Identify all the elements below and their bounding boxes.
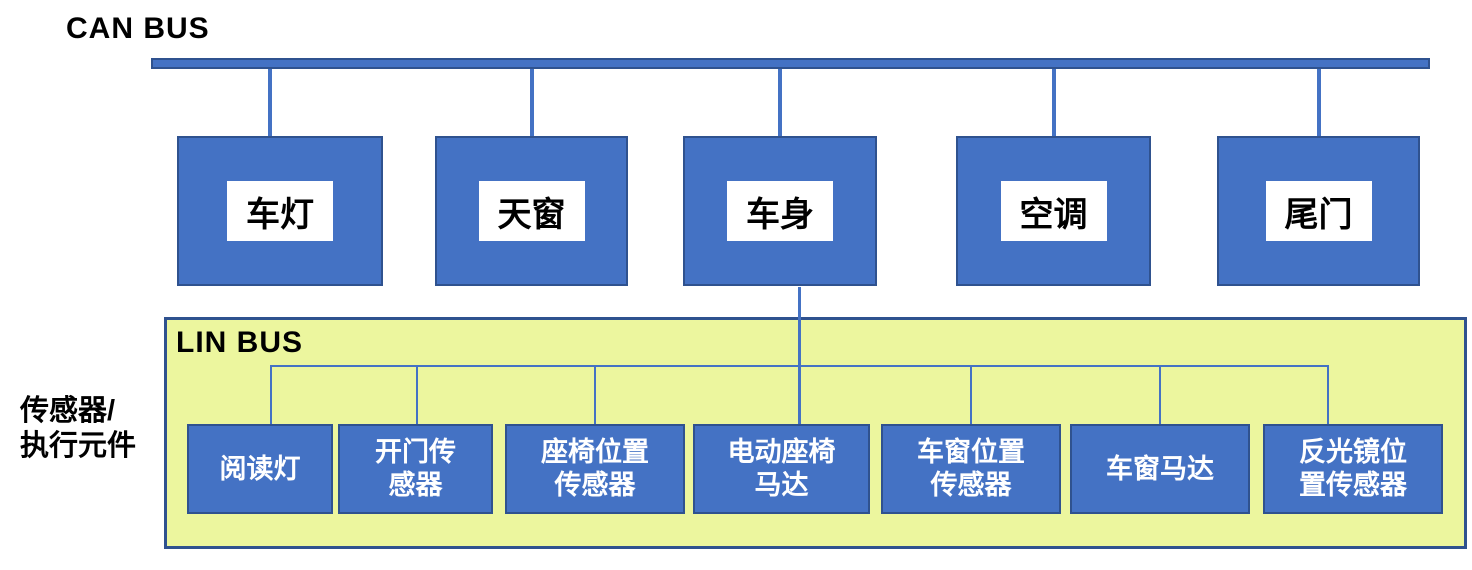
lin-node-window-position-sensor-label: 车窗位置 xyxy=(917,437,1025,468)
can-connector-tailgate xyxy=(1317,69,1321,136)
lin-connector-mirror-position-sensor xyxy=(1327,366,1329,424)
lin-node-window-motor-label: 车窗马达 xyxy=(1106,453,1214,484)
can-node-sunroof: 天窗 xyxy=(435,136,628,286)
can-node-ac-label: 空调 xyxy=(1000,181,1107,241)
lin-connector-reading-light xyxy=(270,366,272,424)
lin-node-seat-motor-label2: 马达 xyxy=(754,470,809,500)
sensors-actuators-label-line2: 执行元件 xyxy=(20,430,137,463)
lin-node-seat-motor: 电动座椅 马达 xyxy=(693,424,870,514)
lin-node-window-position-sensor: 车窗位置 传感器 xyxy=(881,424,1061,514)
lin-node-seat-position-sensor-label: 座椅位置 xyxy=(541,437,649,468)
sensors-actuators-label-line1: 传感器/ xyxy=(20,395,116,427)
lin-node-reading-light: 阅读灯 xyxy=(187,424,333,514)
can-node-body: 车身 xyxy=(683,136,877,286)
can-bus-title: CAN BUS xyxy=(66,12,210,45)
can-node-tailgate-label: 尾门 xyxy=(1265,181,1372,241)
lin-node-mirror-position-sensor: 反光镜位 置传感器 xyxy=(1263,424,1443,514)
can-connector-lights xyxy=(268,69,272,136)
lin-connector-seat-position-sensor xyxy=(594,366,596,424)
can-connector-body xyxy=(778,69,782,136)
can-node-tailgate: 尾门 xyxy=(1217,136,1420,286)
can-connector-ac xyxy=(1052,69,1056,136)
lin-node-window-motor: 车窗马达 xyxy=(1070,424,1250,514)
lin-node-door-sensor-label: 开门传 xyxy=(375,437,456,468)
lin-node-seat-motor-label: 电动座椅 xyxy=(727,437,836,468)
lin-connector-door-sensor xyxy=(416,366,418,424)
can-node-lights-label: 车灯 xyxy=(227,181,333,241)
lin-bus-title: LIN BUS xyxy=(176,326,303,359)
lin-node-seat-position-sensor-label2: 传感器 xyxy=(554,470,636,500)
lin-node-mirror-position-sensor-label2: 置传感器 xyxy=(1299,470,1407,500)
lin-node-door-sensor-label2: 感器 xyxy=(388,470,443,500)
can-connector-sunroof xyxy=(530,69,534,136)
can-node-ac: 空调 xyxy=(956,136,1151,286)
lin-connector-window-position-sensor xyxy=(970,366,972,424)
lin-node-seat-position-sensor: 座椅位置 传感器 xyxy=(505,424,685,514)
lin-node-window-position-sensor-label2: 传感器 xyxy=(930,470,1012,500)
lin-node-door-sensor: 开门传 感器 xyxy=(338,424,493,514)
can-node-sunroof-label: 天窗 xyxy=(478,181,585,241)
lin-node-mirror-position-sensor-label: 反光镜位 xyxy=(1299,437,1407,468)
can-node-lights: 车灯 xyxy=(177,136,383,286)
can-node-body-label: 车身 xyxy=(727,181,833,241)
lin-connector-window-motor xyxy=(1159,366,1161,424)
can-bus-bar xyxy=(151,58,1430,69)
lin-bus-line xyxy=(270,365,1329,367)
body-to-lin-connector xyxy=(798,287,801,424)
lin-node-reading-light-label: 阅读灯 xyxy=(219,453,301,484)
sensors-actuators-label: 传感器/ 执行元件 xyxy=(20,394,136,465)
